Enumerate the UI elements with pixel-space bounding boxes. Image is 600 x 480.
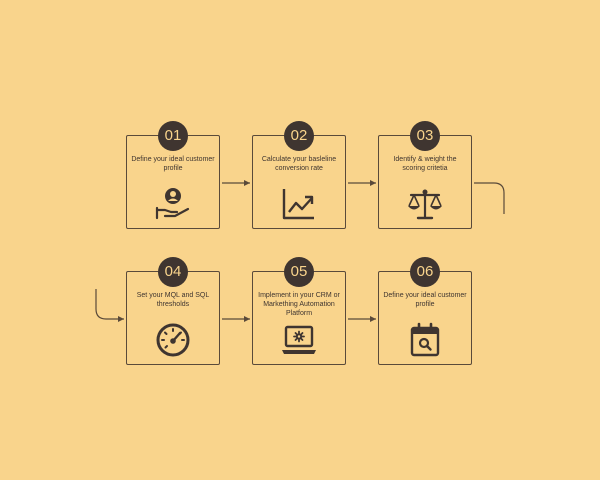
step-number-badge: 01 bbox=[158, 121, 188, 151]
row-exit-line bbox=[474, 182, 505, 214]
row-entry-line bbox=[95, 289, 124, 322]
step-card-03: 03 Identify & weight the scoring criteti… bbox=[378, 121, 472, 229]
step-label: Identify & weight the scoring critetia bbox=[393, 156, 457, 172]
gauge-icon bbox=[155, 322, 191, 358]
step-number-badge: 02 bbox=[284, 121, 314, 151]
step-label: Define your ideal customer profile bbox=[383, 292, 467, 308]
step-card-05: 05 Implement in your CRM or Markething A… bbox=[252, 257, 346, 365]
balance-scale-icon bbox=[407, 186, 443, 222]
trend-chart-icon bbox=[281, 186, 317, 222]
step-card-02: 02 Calculate your basleline conversion r… bbox=[252, 121, 346, 229]
step-number-badge: 06 bbox=[410, 257, 440, 287]
calendar-search-icon bbox=[407, 322, 443, 358]
step-label: Implement in your CRM or Markething Auto… bbox=[258, 292, 340, 317]
laptop-gear-icon bbox=[281, 322, 317, 358]
step-label: Set your MQL and SQL thresholds bbox=[136, 292, 210, 308]
step-number-badge: 04 bbox=[158, 257, 188, 287]
step-label: Calculate your basleline conversion rate bbox=[261, 156, 337, 172]
step-card-04: 04 Set your MQL and SQL thresholds bbox=[126, 257, 220, 365]
step-label: Define your ideal customer profile bbox=[131, 156, 215, 172]
person-in-hand-icon bbox=[155, 186, 191, 222]
step-number-badge: 03 bbox=[410, 121, 440, 151]
step-card-06: 06 Define your ideal customer profile bbox=[378, 257, 472, 365]
step-number-badge: 05 bbox=[284, 257, 314, 287]
step-card-01: 01 Define your ideal customer profile bbox=[126, 121, 220, 229]
